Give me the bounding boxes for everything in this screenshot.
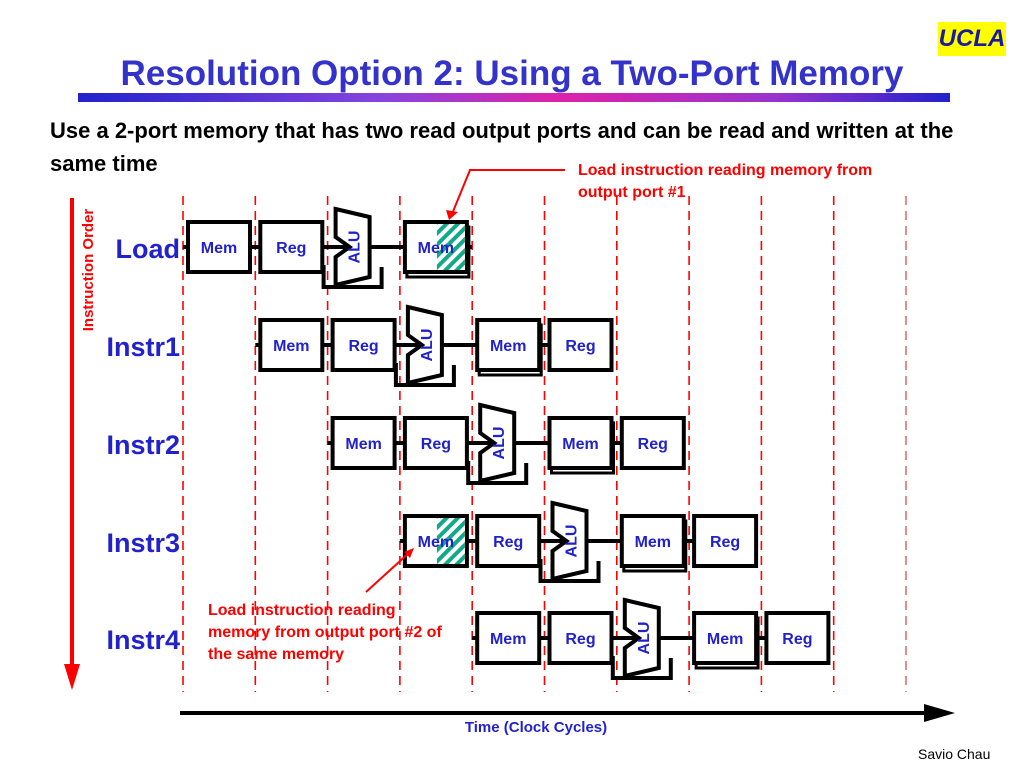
alu-shadow xyxy=(610,656,673,680)
slide-title: Resolution Option 2: Using a Two-Port Me… xyxy=(120,54,904,93)
x-axis-label: Time (Clock Cycles) xyxy=(465,719,607,736)
stage-label: Mem xyxy=(345,436,381,453)
row-label: Load xyxy=(116,234,181,264)
hatched-port-area xyxy=(436,224,465,270)
y-axis-label: Instruction Order xyxy=(80,209,97,332)
stage-label: Reg xyxy=(276,240,306,257)
alu-label: ALU xyxy=(419,329,436,362)
hatched-port-area xyxy=(436,518,465,564)
stage-label: Mem xyxy=(201,240,237,257)
stage-label: Mem xyxy=(635,534,671,551)
stage-label: Mem xyxy=(707,631,743,648)
stage-label: Reg xyxy=(638,436,668,453)
title-underline xyxy=(78,93,950,102)
stage-label: Reg xyxy=(782,631,812,648)
register-box xyxy=(547,611,614,665)
memory-box xyxy=(547,416,614,470)
row-label: Instr2 xyxy=(106,430,180,460)
instruction-order-axis: Instruction Order xyxy=(64,198,97,690)
pipeline-row: Mem Reg ALU Mem Reg xyxy=(399,500,759,583)
alu-label: ALU xyxy=(491,427,508,460)
stage-label: Mem xyxy=(490,631,526,648)
pipeline-row: Mem Reg ALU Mem xyxy=(183,206,472,289)
memory-box xyxy=(619,514,686,568)
slide-subtitle: Use a 2-port memory that has two read ou… xyxy=(50,118,954,176)
callout-pointers xyxy=(365,169,565,593)
register-box xyxy=(330,318,397,372)
callout-port-2: Load instruction reading memory from out… xyxy=(208,602,442,663)
callout-pointer-bottom xyxy=(365,551,411,593)
stage-label: Reg xyxy=(565,631,595,648)
alu-label: ALU xyxy=(347,231,364,264)
callout-port-1: Load instruction reading memory from out… xyxy=(578,162,873,201)
register-box xyxy=(547,318,614,372)
memory-box xyxy=(475,611,542,665)
register-box xyxy=(475,514,542,568)
memory-box xyxy=(258,318,325,372)
time-axis: Time (Clock Cycles) xyxy=(180,704,955,736)
stage-label: Reg xyxy=(565,338,595,355)
alu-block xyxy=(333,206,372,288)
pipeline-row: Mem Reg ALU Mem Reg xyxy=(472,597,831,680)
register-box xyxy=(764,611,831,665)
alu-block xyxy=(405,304,444,386)
stage-label: Mem xyxy=(490,338,526,355)
alu-block xyxy=(622,597,661,679)
memory-box xyxy=(692,611,759,665)
stage-label: Mem xyxy=(418,240,454,257)
alu-block xyxy=(478,402,517,484)
row-label: Instr4 xyxy=(106,625,180,655)
right-arrow-icon xyxy=(924,704,955,722)
arrowhead-icon xyxy=(446,210,458,220)
register-box xyxy=(619,416,686,470)
alu-shadow xyxy=(393,363,456,387)
register-box xyxy=(402,416,469,470)
row-label: Instr1 xyxy=(106,332,180,362)
register-box xyxy=(258,220,325,274)
memory-box xyxy=(475,318,542,372)
author-credit: Savio Chau xyxy=(918,746,991,762)
register-box xyxy=(692,514,759,568)
callout-pointer-top xyxy=(451,169,565,215)
alu-shadow xyxy=(321,265,384,289)
alu-label: ALU xyxy=(564,525,581,558)
pipeline-row: Mem Reg ALU Mem Reg xyxy=(327,402,686,485)
ucla-logo: UCLA xyxy=(938,22,1006,56)
arrowhead-icon xyxy=(404,548,414,558)
alu-shadow xyxy=(466,461,529,485)
stage-label: Reg xyxy=(421,436,451,453)
stage-label: Reg xyxy=(710,534,740,551)
alu-shadow xyxy=(538,559,601,583)
stage-label: Reg xyxy=(493,534,523,551)
alu-label: ALU xyxy=(636,622,653,655)
memory-box xyxy=(186,220,252,274)
stage-label: Mem xyxy=(418,534,454,551)
stage-label: Mem xyxy=(562,436,598,453)
stage-label: Mem xyxy=(273,338,309,355)
row-label: Instr3 xyxy=(106,528,180,558)
alu-block xyxy=(550,500,589,582)
stage-label: Reg xyxy=(348,338,378,355)
down-arrow-icon xyxy=(64,664,80,690)
memory-box xyxy=(330,416,397,470)
pipeline-row: Mem Reg ALU Mem Reg xyxy=(255,304,614,387)
